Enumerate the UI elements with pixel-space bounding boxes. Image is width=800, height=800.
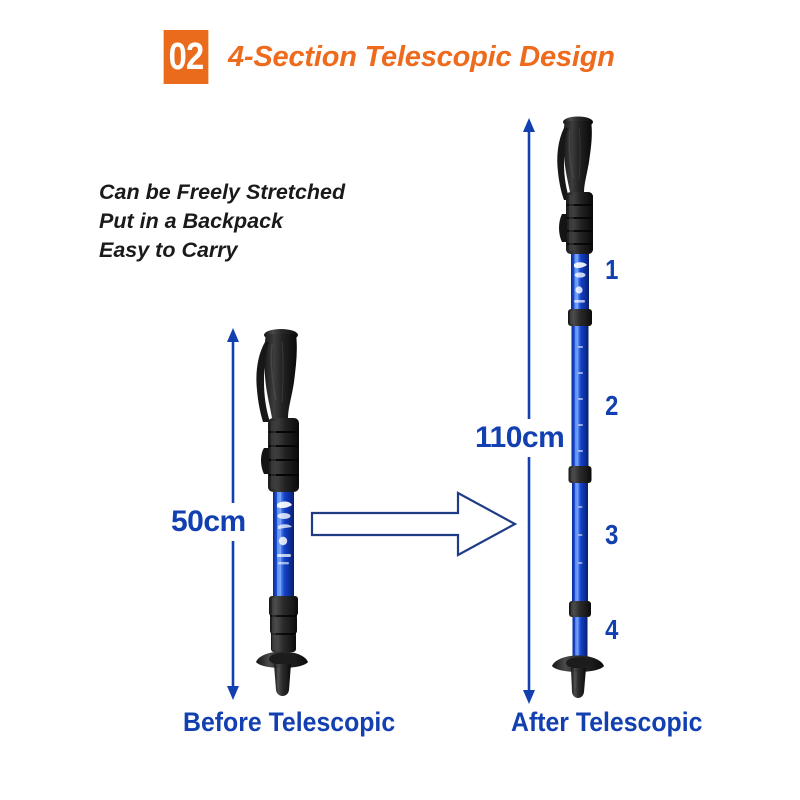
feature-line-2: Put in a Backpack [99,209,284,233]
section-number-4: 4 [605,614,619,645]
feature-line-3: Easy to Carry [99,238,238,262]
trekking-pole-extended [540,114,650,704]
section-number-2: 2 [605,390,619,421]
transformation-arrow-icon [310,491,518,557]
dimension-arrow-right [523,118,535,704]
dimension-label-collapsed: 50cm [168,503,249,541]
section-number-3: 3 [605,519,619,550]
page-title: 4-Section Telescopic Design [228,40,615,73]
section-header: 02 4-Section Telescopic Design [160,30,615,84]
feature-line-1: Can be Freely Stretched [99,180,346,204]
section-number-badge: 02 [163,30,209,84]
trekking-pole-collapsed [236,326,346,706]
feature-text-block: Can be Freely Stretched Put in a Backpac… [99,178,345,265]
caption-after-telescopic: After Telescopic [511,707,703,737]
section-number-1: 1 [605,254,619,285]
caption-before-telescopic: Before Telescopic [183,707,396,737]
dimension-label-extended: 110cm [472,419,568,457]
